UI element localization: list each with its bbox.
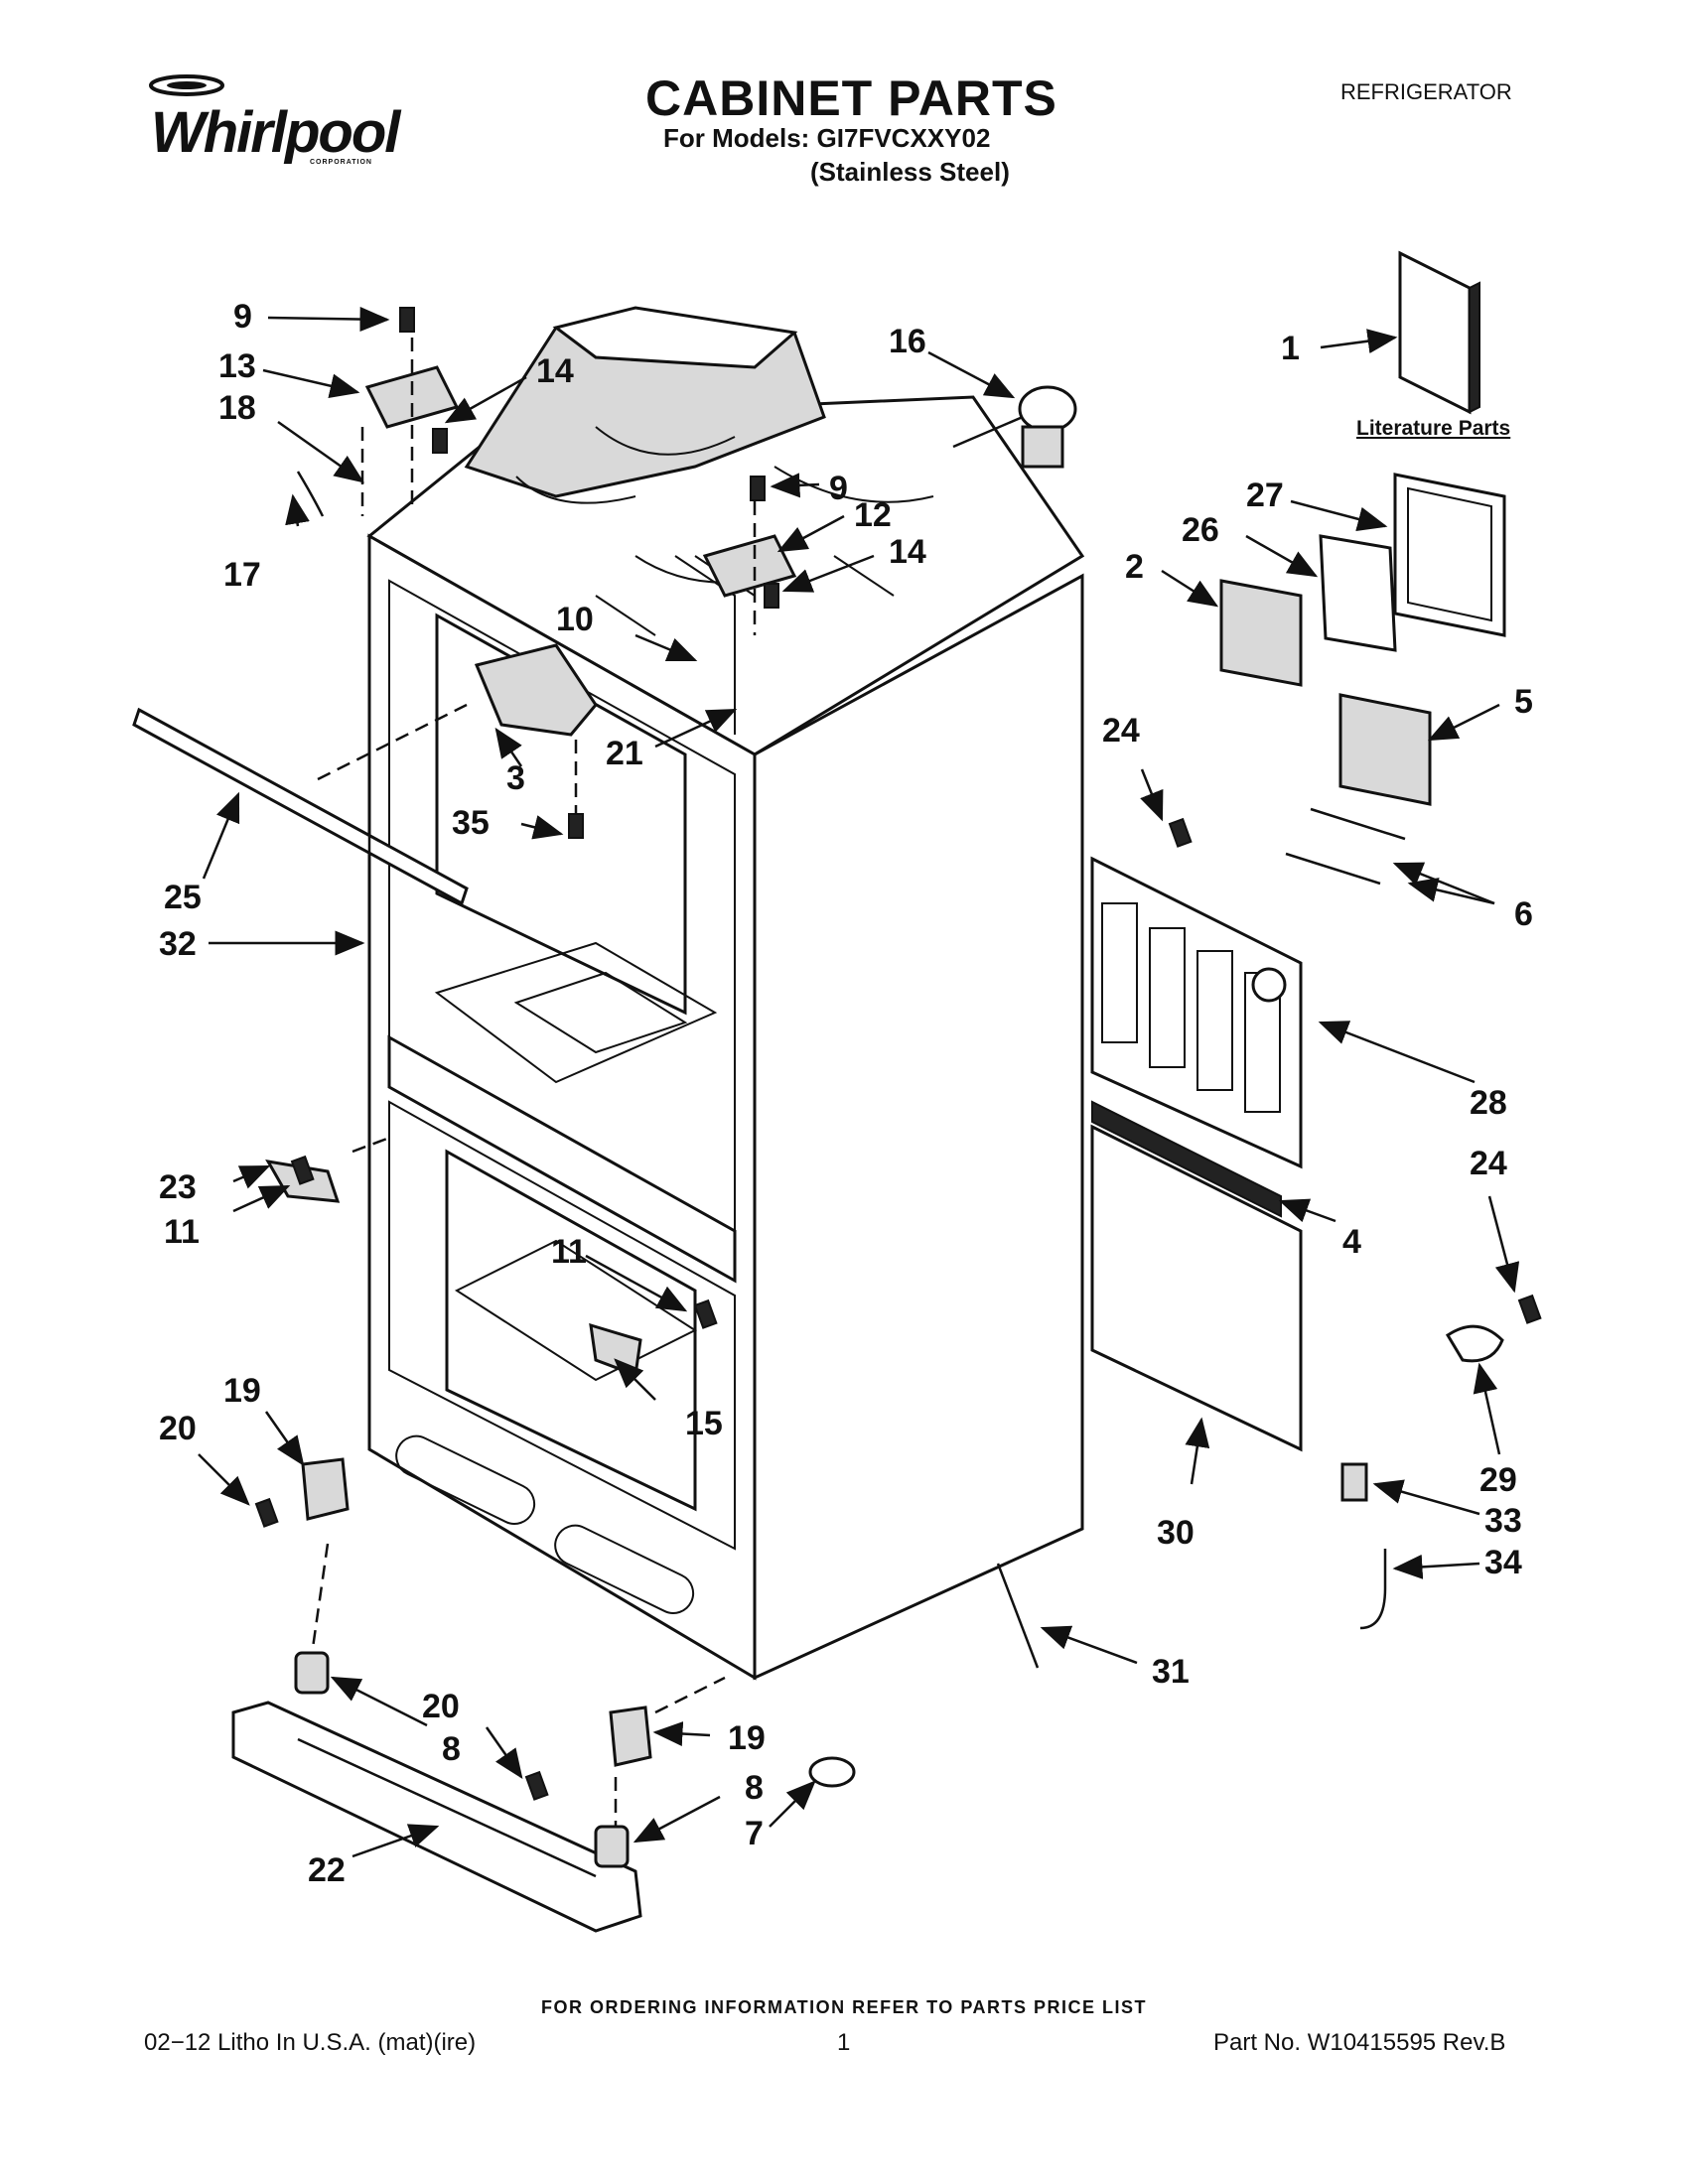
callout-2: 2 (1125, 548, 1144, 586)
callout-15: 15 (685, 1405, 723, 1442)
callout-6: 6 (1514, 895, 1533, 933)
callout-8: 8 (745, 1769, 764, 1807)
callout-10: 10 (556, 601, 594, 638)
callout-9: 9 (829, 470, 848, 507)
model-line: For Models: GI7FVCXXY02 (663, 123, 991, 153)
finish-line: (Stainless Steel) (810, 157, 1010, 187)
callout-9: 9 (233, 298, 252, 336)
callout-20: 20 (422, 1688, 460, 1725)
callout-26: 26 (1182, 511, 1219, 549)
callout-32: 32 (159, 925, 197, 963)
front-trim (132, 707, 469, 906)
callout-24: 24 (1102, 712, 1140, 750)
base-grille (231, 1701, 642, 1933)
callout-21: 21 (606, 735, 643, 772)
callout-33: 33 (1484, 1502, 1522, 1540)
callout-11: 11 (164, 1213, 200, 1251)
callout-20: 20 (159, 1410, 197, 1447)
callout-25: 25 (164, 879, 202, 916)
part-number: Part No. W10415595 Rev.B (1213, 2029, 1506, 2056)
callout-8: 8 (442, 1730, 461, 1768)
brand-subtitle: CORPORATION (310, 159, 372, 166)
literature-booklet (1398, 250, 1472, 415)
footer-litho: 02−12 Litho In U.S.A. (mat)(ire) (144, 2029, 477, 2056)
callout-30: 30 (1157, 1514, 1195, 1552)
callout-23: 23 (159, 1168, 197, 1206)
callout-17: 17 (223, 556, 261, 594)
callout-35: 35 (452, 804, 490, 842)
callout-5: 5 (1514, 683, 1533, 721)
callout-4: 4 (1342, 1223, 1361, 1261)
control-cover (1393, 473, 1506, 637)
callout-18: 18 (218, 389, 256, 427)
callout-31: 31 (1152, 1653, 1190, 1691)
callout-14: 14 (889, 533, 926, 571)
callout-28: 28 (1470, 1084, 1507, 1122)
callout-16: 16 (889, 323, 926, 360)
callout-34: 34 (1484, 1544, 1522, 1581)
callout-3: 3 (506, 759, 525, 797)
page-title: CABINET PARTS (645, 70, 1057, 126)
callout-14: 14 (536, 352, 574, 390)
brand-name: Whirlpool (151, 100, 400, 165)
literature-parts-label: Literature Parts (1356, 417, 1511, 440)
upper-bracket (474, 643, 598, 737)
category-label: REFRIGERATOR (1340, 79, 1512, 104)
callout-11: 11 (551, 1233, 587, 1271)
callout-19: 19 (223, 1372, 261, 1410)
callout-7: 7 (745, 1815, 764, 1852)
toe-grille-panel (1090, 1124, 1303, 1452)
water-valve (952, 385, 1077, 469)
callout-27: 27 (1246, 477, 1284, 514)
page-number: 1 (837, 2029, 851, 2056)
ordering-note: FOR ORDERING INFORMATION REFER TO PARTS … (540, 1997, 1147, 2017)
cabinet-shell (366, 306, 1085, 1681)
callout-13: 13 (218, 347, 256, 385)
callout-29: 29 (1479, 1461, 1517, 1499)
main-board (1338, 693, 1432, 806)
callout-1: 1 (1281, 330, 1300, 367)
callout-12: 12 (854, 496, 892, 534)
callout-19: 19 (728, 1719, 766, 1757)
callout-22: 22 (308, 1851, 346, 1889)
control-board (1219, 579, 1303, 687)
callout-24: 24 (1470, 1145, 1507, 1182)
whirlpool-logo (149, 74, 224, 96)
